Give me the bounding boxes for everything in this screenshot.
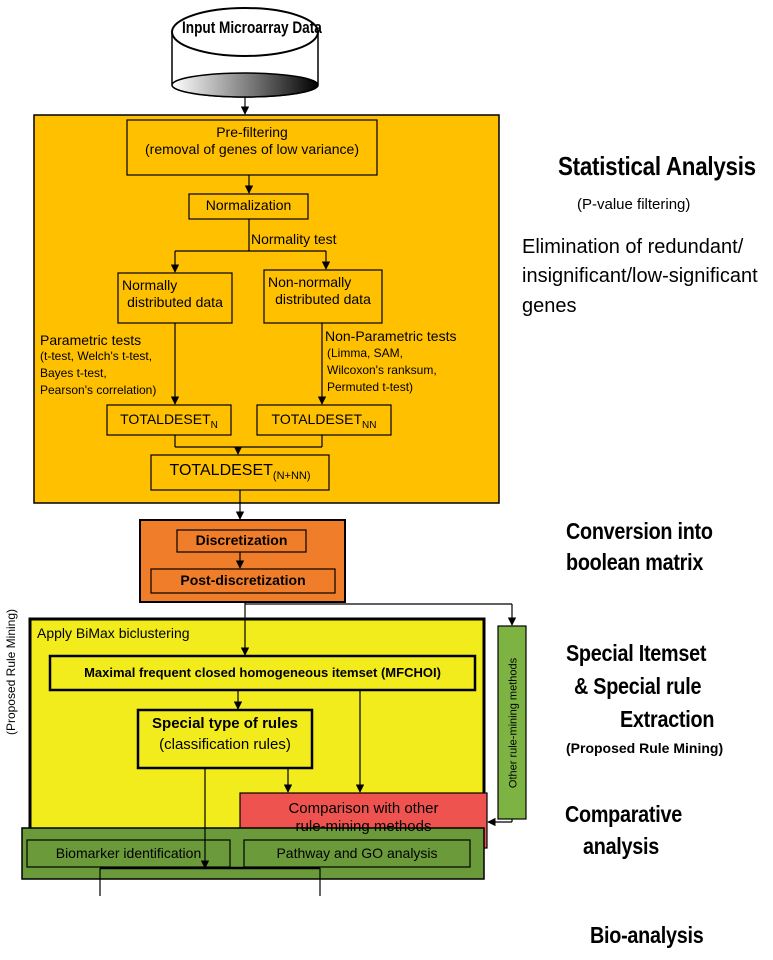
totaldeset-n-box (106, 404, 232, 436)
nonnormal-data-label: Non-normally distributed data (264, 274, 382, 308)
normalization-label: Normalization (205, 197, 292, 213)
statistical-analysis-title: Statistical Analysis (558, 151, 756, 181)
prefilter-line2: (removal of genes of low variance) (145, 140, 359, 157)
parametric-tests-line3: Pearson's correlation) (40, 383, 157, 397)
nonparametric-tests-line2: Wilcoxon's ranksum, (327, 363, 437, 377)
parametric-tests-line2: Bayes t-test, (40, 366, 107, 380)
biomarker-label: Biomarker identification (55, 845, 202, 861)
comparison-line2: rule-mining methods (295, 818, 432, 835)
other-methods-label: Other rule-mining methods (507, 657, 520, 789)
special-itemset-line1: Special Itemset (566, 640, 707, 666)
normality-test-label: Normality test (251, 231, 337, 247)
comparative-line2: analysis (583, 833, 660, 859)
special-rules-label: Special type of rules (classification ru… (138, 715, 312, 754)
special-itemset-line2: & Special rule (574, 673, 702, 699)
apply-bimax-label: Apply BiMax biclustering (37, 625, 190, 641)
nonparametric-tests-title: Non-Parametric tests (325, 328, 457, 344)
totaldeset-nn-label: TOTALDESETNN (257, 411, 391, 432)
biomarker-box (26, 839, 231, 868)
bio-analysis-title: Bio-analysis (590, 922, 704, 948)
nonnormal-line1: Non-normally (268, 274, 352, 290)
nonnormal-line2: distributed data (275, 290, 371, 307)
normal-data-box (117, 272, 233, 324)
totaldeset-all-sub: (N+NN) (272, 470, 311, 483)
prefilter-line1: Pre-filtering (216, 124, 288, 140)
comparison-line1: Comparison with other (288, 800, 439, 817)
mfchoi-label: Maximal frequent closed homogeneous item… (84, 665, 441, 680)
nonnormal-data-box (263, 269, 383, 324)
elimination-line3: genes (522, 295, 577, 317)
parametric-tests-line1: (t-test, Welch's t-test, (40, 349, 153, 363)
nonparametric-tests-line3: Permuted t-test) (327, 380, 414, 394)
post-discretization-box (150, 568, 336, 594)
normal-line1: Normally (122, 277, 178, 293)
special-rules-box (136, 708, 314, 770)
discretization-label: Discretization (195, 532, 288, 548)
totaldeset-n-base: TOTALDESET (120, 411, 211, 427)
totaldeset-nn-base: TOTALDESET (271, 411, 363, 427)
post-discretization-label: Post-discretization (180, 572, 306, 588)
normal-data-label: Normally distributed data (118, 277, 232, 311)
totaldeset-all-label: TOTALDESET(N+NN) (151, 461, 329, 483)
input-data-cylinder (171, 7, 319, 98)
connectors (99, 97, 517, 896)
special-itemset-line3: Extraction (620, 706, 715, 732)
special-rules-line2: (classification rules) (159, 736, 291, 753)
prefiltering-box (126, 119, 378, 176)
special-rules-line1: Special type of rules (152, 715, 298, 732)
conversion-line2: boolean matrix (566, 549, 704, 575)
comparative-line1: Comparative (565, 801, 682, 827)
prefilter-label: Pre-filtering (removal of genes of low v… (127, 124, 377, 158)
normal-line2: distributed data (127, 293, 223, 310)
totaldeset-all-box (150, 454, 330, 491)
pathway-box (243, 839, 471, 868)
special-itemset-sub: (Proposed Rule Mining) (566, 740, 724, 756)
discretization-box (176, 529, 307, 553)
comparison-label: Comparison with other rule-mining method… (240, 800, 487, 836)
elimination-line2: insignificant/low-significant (522, 265, 758, 287)
elimination-line1: Elimination of redundant/ (522, 236, 744, 258)
totaldeset-all-base: TOTALDESET (169, 462, 273, 479)
totaldeset-n-sub: N (210, 419, 218, 431)
conversion-line1: Conversion into (566, 518, 713, 544)
input-data-label: Input Microarray Data (182, 18, 322, 37)
parametric-tests-title: Parametric tests (40, 332, 142, 348)
pathway-label: Pathway and GO analysis (276, 845, 438, 861)
mfchoi-box (48, 654, 477, 692)
pvalue-filtering-label: (P-value filtering) (577, 196, 691, 213)
proposed-rule-mining-side-label: (Proposed Rule Mining) (4, 608, 19, 736)
totaldeset-nn-sub: NN (362, 419, 377, 431)
nonparametric-tests-line1: (Limma, SAM, (327, 346, 404, 360)
other-methods-box (497, 625, 527, 820)
totaldeset-n-label: TOTALDESETN (107, 411, 231, 432)
totaldeset-nn-box (256, 404, 392, 436)
